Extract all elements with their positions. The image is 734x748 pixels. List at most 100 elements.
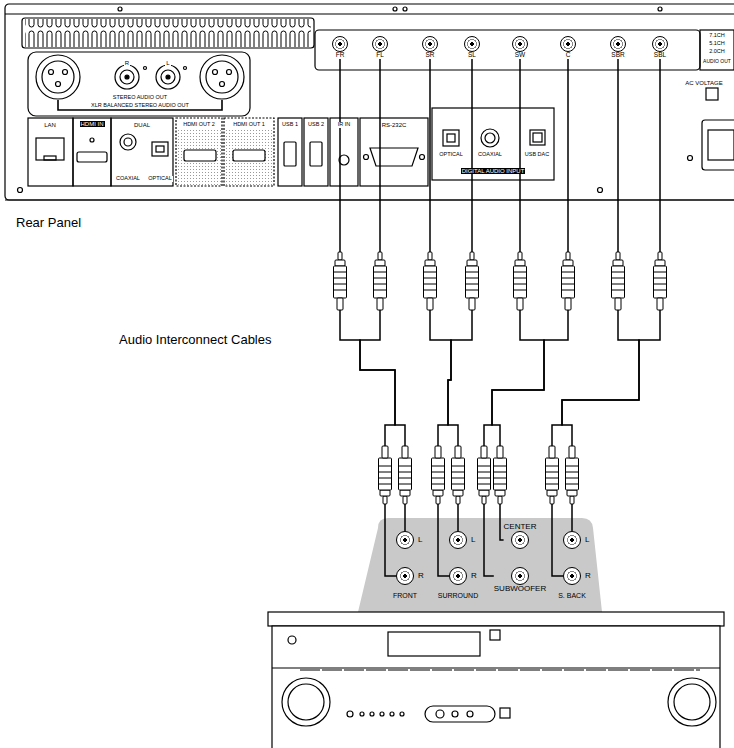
plug-grip [566, 466, 579, 467]
panel-label: HDMI OUT 2 [182, 122, 216, 128]
player-rear-panel [403, 7, 407, 11]
plug-grip [494, 484, 507, 485]
jack-label: FR [335, 52, 346, 59]
audio-cable [492, 59, 568, 541]
player-rear-panel [176, 130, 222, 186]
panel-label: S. BACK [557, 592, 587, 599]
player-rear-panel [120, 70, 134, 84]
panel-label: IR IN [337, 122, 352, 128]
player-rear-panel [485, 133, 495, 143]
panel-label: 2.0CH [708, 49, 726, 55]
jack-socket [396, 567, 414, 585]
player-rear-panel [530, 130, 545, 145]
plug-tip [403, 496, 407, 504]
plug-grip [399, 484, 412, 485]
rca-plug [478, 446, 491, 504]
strain-relief [469, 298, 475, 310]
panel-label: AC VOLTAGE [684, 80, 723, 86]
player-rear-panel [44, 156, 56, 160]
player-rear-panel [63, 70, 68, 75]
output-jack: FR [332, 36, 348, 59]
jack-socket [610, 36, 626, 52]
plug-tip [436, 496, 440, 504]
player-rear-panel [125, 75, 129, 79]
plug-grip [466, 284, 479, 285]
player-rear-panel [598, 188, 603, 193]
plug-grip [546, 484, 559, 485]
plug-ring [467, 260, 477, 266]
plug-grip [432, 472, 445, 473]
plug-grip [379, 484, 392, 485]
output-jack: SL [464, 36, 480, 59]
jack-label: R [418, 572, 424, 580]
plug-tip [378, 252, 382, 260]
rca-plug [334, 252, 347, 310]
plug-grip [379, 472, 392, 473]
player-rear-panel [200, 55, 244, 99]
plug-body [654, 266, 667, 298]
rca-plug [494, 446, 507, 504]
player-rear-panel [5, 199, 734, 200]
player-rear-panel [77, 152, 107, 162]
plug-tip [616, 252, 620, 260]
jack-socket [449, 567, 467, 585]
receiver [400, 712, 404, 716]
panel-label: HDMI OUT 1 [232, 122, 266, 128]
jack-label: SR [424, 52, 435, 59]
rca-plug [432, 446, 445, 504]
player-rear-panel [206, 61, 238, 93]
jack-label: R [471, 572, 477, 580]
plug-body [478, 458, 491, 490]
plug-grip [612, 272, 625, 273]
plug-grip [654, 284, 667, 285]
output-jack: SBR [610, 36, 626, 59]
plug-tip [570, 496, 574, 504]
receiver [272, 667, 720, 668]
player-rear-panel [36, 55, 80, 99]
plug-grip [478, 478, 491, 479]
plug-ring [563, 260, 573, 266]
jack-socket [464, 36, 480, 52]
player-rear-panel [393, 7, 397, 11]
plug-body [452, 458, 465, 490]
plug-grip [432, 478, 445, 479]
panel-label: DIGITAL AUDIO INPUT [461, 168, 526, 174]
player-rear-panel [5, 13, 734, 14]
plug-grip [379, 478, 392, 479]
jack-label: L [418, 536, 422, 544]
panel-label: USB DAC [524, 152, 550, 158]
plug-grip [514, 272, 527, 273]
player-rear-panel [702, 120, 734, 170]
plug-grip [399, 466, 412, 467]
plug-body [612, 266, 625, 298]
player-rear-panel [447, 134, 455, 142]
jack-socket [332, 36, 348, 52]
plug-grip [334, 278, 347, 279]
jack-label: SBL [653, 52, 667, 59]
player-rear-panel [156, 65, 180, 89]
strain-relief [455, 446, 461, 458]
strain-relief [382, 446, 388, 458]
plug-grip [654, 290, 667, 291]
plug-grip [334, 290, 347, 291]
plug-grip [612, 278, 625, 279]
plug-grip [562, 278, 575, 279]
strain-relief [377, 298, 383, 310]
receiver [380, 712, 384, 716]
plug-grip [546, 472, 559, 473]
plug-ring [425, 260, 435, 266]
plug-grip [514, 284, 527, 285]
plug-tip [470, 252, 474, 260]
plug-grip [452, 472, 465, 473]
player-rear-panel [120, 134, 136, 150]
plug-grip [399, 472, 412, 473]
plug-tip [383, 496, 387, 504]
jack-label: SL [467, 52, 477, 59]
player-rear-panel [310, 142, 322, 166]
jack-label: R [585, 572, 591, 580]
plug-grip [424, 290, 437, 291]
player-rear-panel [443, 130, 459, 146]
plug-body [379, 458, 392, 490]
plug-grip [466, 278, 479, 279]
